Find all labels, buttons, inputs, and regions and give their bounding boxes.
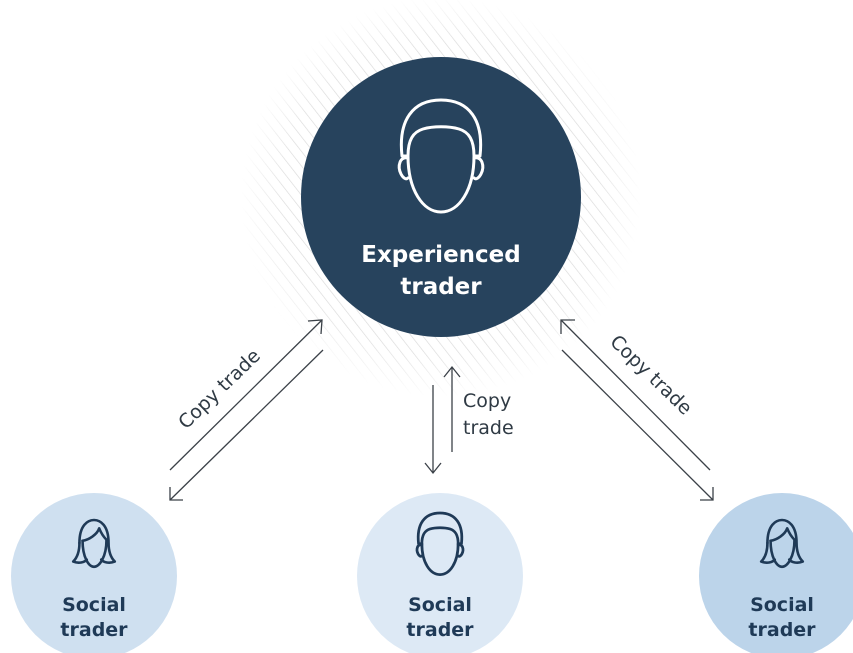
social-trader-label-left-line1: Social xyxy=(62,594,126,616)
arrowhead-down-middle xyxy=(424,462,442,475)
social-trader-label-middle-line1: Social xyxy=(408,594,472,616)
social-trader-circle-middle xyxy=(357,493,523,653)
arrow-up-left xyxy=(169,319,323,471)
female-head-icon xyxy=(71,518,117,569)
arrow-down-right xyxy=(561,349,714,501)
social-trader-node-left: Social trader xyxy=(11,493,177,653)
arrow-down-left xyxy=(169,349,324,501)
female-head-icon xyxy=(759,518,805,569)
social-trader-circle-right xyxy=(699,493,853,653)
experienced-trader-circle xyxy=(301,57,581,337)
social-trader-label-right-line1: Social xyxy=(750,594,814,616)
social-trader-label-right-line2: trader xyxy=(748,619,816,641)
left-arrow-pair xyxy=(169,319,324,501)
arrowhead-up-right xyxy=(560,319,575,334)
arrowhead-up-left xyxy=(307,319,323,335)
arrowhead-up-middle xyxy=(443,365,461,378)
arrow-up-right xyxy=(560,319,711,471)
copy-trade-arrows xyxy=(169,319,714,501)
right-arrow-pair xyxy=(560,319,714,501)
social-trader-label-left-line2: trader xyxy=(60,619,128,641)
experienced-trader-label-line2: trader xyxy=(400,274,482,300)
male-head-icon xyxy=(397,98,485,214)
male-head-icon xyxy=(415,511,465,576)
social-trader-node-right: Social trader xyxy=(699,493,853,653)
social-trader-node-middle: Social trader xyxy=(357,493,523,653)
middle-arrow-pair xyxy=(424,365,461,475)
copy-trade-label-middle-line2: trade xyxy=(463,417,514,439)
social-trader-circle-left xyxy=(11,493,177,653)
experienced-trader-node: Experienced trader xyxy=(301,57,581,337)
social-trader-label-middle-line2: trader xyxy=(406,619,474,641)
experienced-trader-label-line1: Experienced xyxy=(361,242,521,268)
arrowhead-down-right xyxy=(700,487,714,501)
copy-trade-label-middle-line1: Copy xyxy=(463,390,511,412)
arrowhead-down-left xyxy=(169,487,183,501)
